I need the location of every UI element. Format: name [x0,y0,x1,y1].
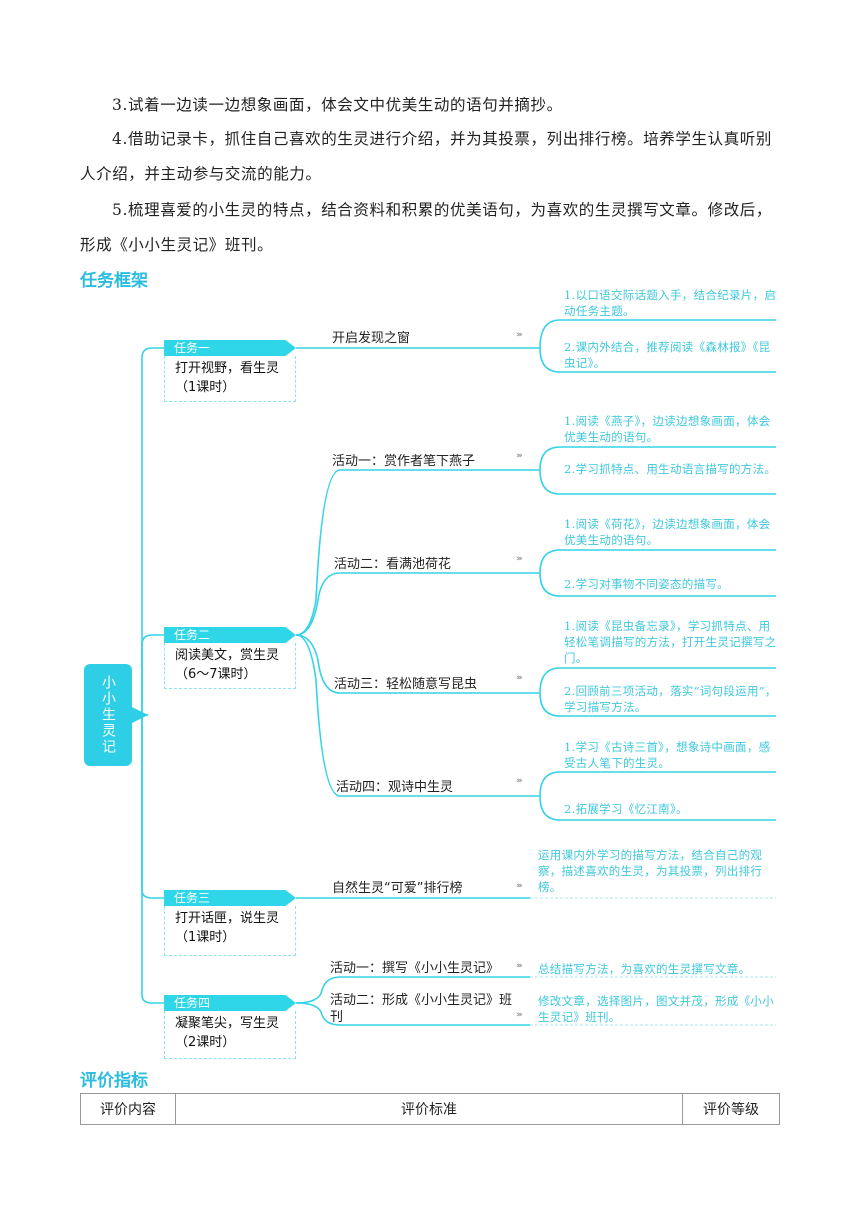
paragraph-3: 3.试着一边读一边想象画面，体会文中优美生动的语句并摘抄。 [80,88,780,123]
task-tag-4: 任务四 [164,995,296,1011]
branch-label: 活动三：轻松随意写昆虫 [334,677,478,692]
branch-label: 活动一：赏作者笔下燕子 [332,454,476,469]
note: 1.阅读《昆虫备忘录》，学习抓特点、用轻松笔调描写的方法，打开生灵记撰写之门。 [564,619,777,665]
note: 修改文章，选择图片，图文并茂，形成《小小生灵记》班刊。 [538,994,774,1024]
branch-label: 活动一：撰写《小小生灵记》 [330,961,500,976]
chevron-icon: ››› [516,776,523,786]
task-title-2: 阅读美文，赏生灵 [175,648,280,663]
note: 2.拓展学习《忆江南》。 [564,802,688,816]
branch-label: 活动二：形成《小小生灵记》班刊 [330,993,513,1025]
note: 1.学习《古诗三首》，想象诗中画面，感受古人笔下的生灵。 [564,740,771,770]
task-box-3: 打开话匣，说生灵 （1课时） [164,906,296,956]
task-tag-3: 任务三 [164,890,296,906]
paragraph-4: 4.借助记录卡，抓住自己喜欢的生灵进行介绍，并为其投票，列出排行榜。培养学生认真… [80,122,780,192]
chevron-icon: ››› [516,961,523,971]
note: 1.以口语交际话题入手，结合纪录片，启动任务主题。 [564,288,777,318]
task-box-4: 凝聚笔尖，写生灵 （2课时） [164,1011,296,1059]
task-box-1: 打开视野，看生灵 （1课时） [164,356,296,402]
task-tag-1: 任务一 [164,340,296,356]
task-title-4: 凝聚笔尖，写生灵 [175,1016,280,1031]
paragraph-4-text: 4.借助记录卡，抓住自己喜欢的生灵进行介绍，并为其投票，列出排行榜。培养学生认真… [80,130,772,183]
table-header-cell: 评价等级 [682,1093,780,1125]
branch-label: 活动四：观诗中生灵 [336,780,454,795]
note: 2.课内外结合，推荐阅读《森林报》《昆虫记》。 [564,340,771,370]
task-hours-3: （1课时） [175,930,236,945]
evaluation-table: 评价内容 评价标准 评价等级 [80,1093,780,1125]
section-title-evaluation: 评价指标 [80,1071,148,1091]
note: 运用课内外学习的描写方法，结合自己的观察，描述喜欢的生灵，为其投票，列出排行榜。 [538,848,763,894]
table-header-cell: 评价内容 [80,1093,176,1125]
paragraph-3-text: 3.试着一边读一边想象画面，体会文中优美生动的语句并摘抄。 [112,96,563,114]
branch-label: 活动二：看满池荷花 [334,557,452,572]
chevron-icon: ››› [516,330,523,340]
chevron-icon: ››› [516,1010,523,1020]
task-tag-2: 任务二 [164,627,296,643]
branch-label: 开启发现之窗 [332,331,411,346]
task-box-2: 阅读美文，赏生灵 （6～7课时） [164,643,296,689]
table-header-row: 评价内容 评价标准 评价等级 [80,1093,780,1125]
note: 1.阅读《荷花》，边读边想象画面，体会优美生动的语句。 [564,517,771,547]
branch-label: 自然生灵“可爱”排行榜 [332,881,463,896]
chevron-icon: ››› [516,554,523,564]
note: 2.学习抓特点、用生动语言描写的方法。 [564,462,777,476]
section-title-framework: 任务框架 [80,271,148,291]
table-header-cell: 评价标准 [175,1093,683,1125]
task-title-1: 打开视野，看生灵 [175,361,280,376]
note: 总结描写方法，为喜欢的生灵撰写文章。 [538,962,751,976]
note: 2.学习对事物不同姿态的描写。 [564,577,729,591]
note: 2.回顾前三项活动，落实“词句段运用”，学习描写方法。 [564,684,777,714]
chevron-icon: ››› [516,881,523,891]
task-hours-4: （2课时） [175,1035,236,1050]
task-hours-2: （6～7课时） [175,667,257,682]
chevron-icon: ››› [516,673,523,683]
note: 1.阅读《燕子》，边读边想象画面，体会优美生动的语句。 [564,414,771,444]
root-node: 小小生灵记 [84,664,132,766]
paragraph-5: 5.梳理喜爱的小生灵的特点，结合资料和积累的优美语句，为喜欢的生灵撰写文章。修改… [80,193,780,263]
task-hours-1: （1课时） [175,380,236,395]
chevron-icon: ››› [516,451,523,461]
task-title-3: 打开话匣，说生灵 [175,911,280,926]
paragraph-5-text: 5.梳理喜爱的小生灵的特点，结合资料和积累的优美语句，为喜欢的生灵撰写文章。修改… [80,201,772,254]
